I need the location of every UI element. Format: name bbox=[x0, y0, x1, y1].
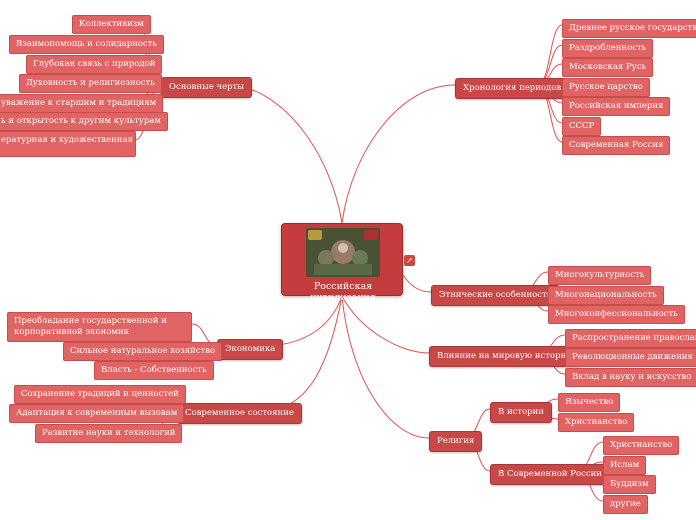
leaf-revolyutsionnye-dvizheniya[interactable]: Революционные движения bbox=[565, 348, 696, 367]
subbranch-v-sovremennoy-rossii[interactable]: В Современной России bbox=[490, 464, 610, 485]
leaf-islam[interactable]: Ислам bbox=[603, 456, 647, 475]
leaf-dukhovnost[interactable]: Духовность и религиозность bbox=[19, 74, 162, 93]
branch-sovremennoe-sostoyanie[interactable]: Современное состояние bbox=[177, 403, 302, 424]
branch-religiya[interactable]: Религия bbox=[429, 431, 483, 452]
branch-osnovnye-cherty[interactable]: Основные черты bbox=[161, 77, 253, 98]
branch-ekonomika[interactable]: Экономика bbox=[217, 339, 284, 360]
branch-vliyanie[interactable]: Влияние на мировую историю bbox=[429, 346, 582, 367]
leaf-drevnee-gosudarstvo[interactable]: Древнее русское государство bbox=[562, 19, 696, 38]
leaf-rasprostranenie-pravoslaviya[interactable]: Распространение православия bbox=[565, 329, 696, 348]
leaf-mnogokonfessionalnost[interactable]: Многоконфессиональность bbox=[548, 305, 685, 324]
branch-khronologiya[interactable]: Хронология периодов bbox=[455, 78, 570, 99]
leaf-buddizm[interactable]: Буддизм bbox=[603, 475, 656, 494]
leaf-mnogonatsionalnost[interactable]: Многонациональность bbox=[548, 286, 664, 305]
leaf-sokhranenie-traditsiy[interactable]: Сохранение традиций и ценностей bbox=[14, 385, 186, 404]
central-topic-title: Российская цивилизация bbox=[310, 281, 376, 303]
leaf-uvazhenie[interactable]: уважение к старшим и традициям bbox=[0, 94, 164, 113]
leaf-vzaimopomoshch[interactable]: Взаимопомощь и солидарность bbox=[9, 35, 165, 54]
leaf-russkoe-tsarstvo[interactable]: Русское царство bbox=[562, 78, 650, 97]
leaf-razvitie-nauki[interactable]: Развитие науки и технологий bbox=[35, 424, 183, 443]
leaf-moskovskaya-rus[interactable]: Московская Русь bbox=[562, 58, 654, 77]
open-link-icon[interactable]: ↗ bbox=[404, 255, 415, 266]
leaf-khristianstvo-sovremennost[interactable]: Христианство bbox=[603, 436, 680, 455]
link-center-etnicheskie bbox=[402, 274, 432, 293]
leaf-yazychestvo[interactable]: Язычество bbox=[558, 393, 621, 412]
link-center-khronologiya bbox=[341, 84, 456, 224]
link-center-religiya bbox=[341, 295, 430, 439]
leaf-razdroblennost[interactable]: Раздробленность bbox=[562, 39, 654, 58]
central-topic-image bbox=[306, 228, 380, 277]
link-center-vliyanie bbox=[341, 295, 430, 354]
leaf-naturalnoe-khozyaystvo[interactable]: Сильное натуральное хозяйство bbox=[63, 342, 223, 361]
leaf-literaturnaya[interactable]: ературная и художественная bbox=[0, 131, 136, 157]
leaf-drugie[interactable]: другие bbox=[603, 495, 648, 514]
leaf-sovremennaya-rossiya[interactable]: Современная Россия bbox=[562, 136, 671, 155]
leaf-mnogokulturnost[interactable]: Многокультурность bbox=[548, 266, 652, 285]
leaf-rossiyskaya-imperiya[interactable]: Российская империя bbox=[562, 97, 671, 116]
branch-etnicheskie[interactable]: Этнические особенности bbox=[431, 285, 561, 306]
central-topic[interactable]: Российская цивилизация bbox=[281, 223, 403, 303]
leaf-vlast-sobstvennost[interactable]: Власть - Собственность bbox=[94, 361, 214, 380]
leaf-sssr[interactable]: СССР bbox=[562, 117, 602, 136]
leaf-adaptatsiya[interactable]: Адаптация к современным вызовам bbox=[9, 404, 185, 423]
leaf-preobladanie-ekonomik[interactable]: Преобладание государственной и корпорати… bbox=[7, 312, 192, 342]
leaf-khristianstvo-istoriya[interactable]: Христианство bbox=[558, 413, 635, 432]
leaf-vklad-v-nauku[interactable]: Вклад в науку и искусство bbox=[565, 368, 696, 387]
subbranch-v-istorii[interactable]: В истории bbox=[490, 402, 552, 423]
link-center-osnovnye bbox=[222, 83, 343, 224]
leaf-kollektivizm[interactable]: Коллективизм bbox=[72, 15, 151, 34]
leaf-svyaz-s-prirodoy[interactable]: Глубокая связь с природой bbox=[26, 55, 163, 74]
leaf-otkrytost[interactable]: ь и открытость к другим культурам bbox=[0, 112, 168, 131]
